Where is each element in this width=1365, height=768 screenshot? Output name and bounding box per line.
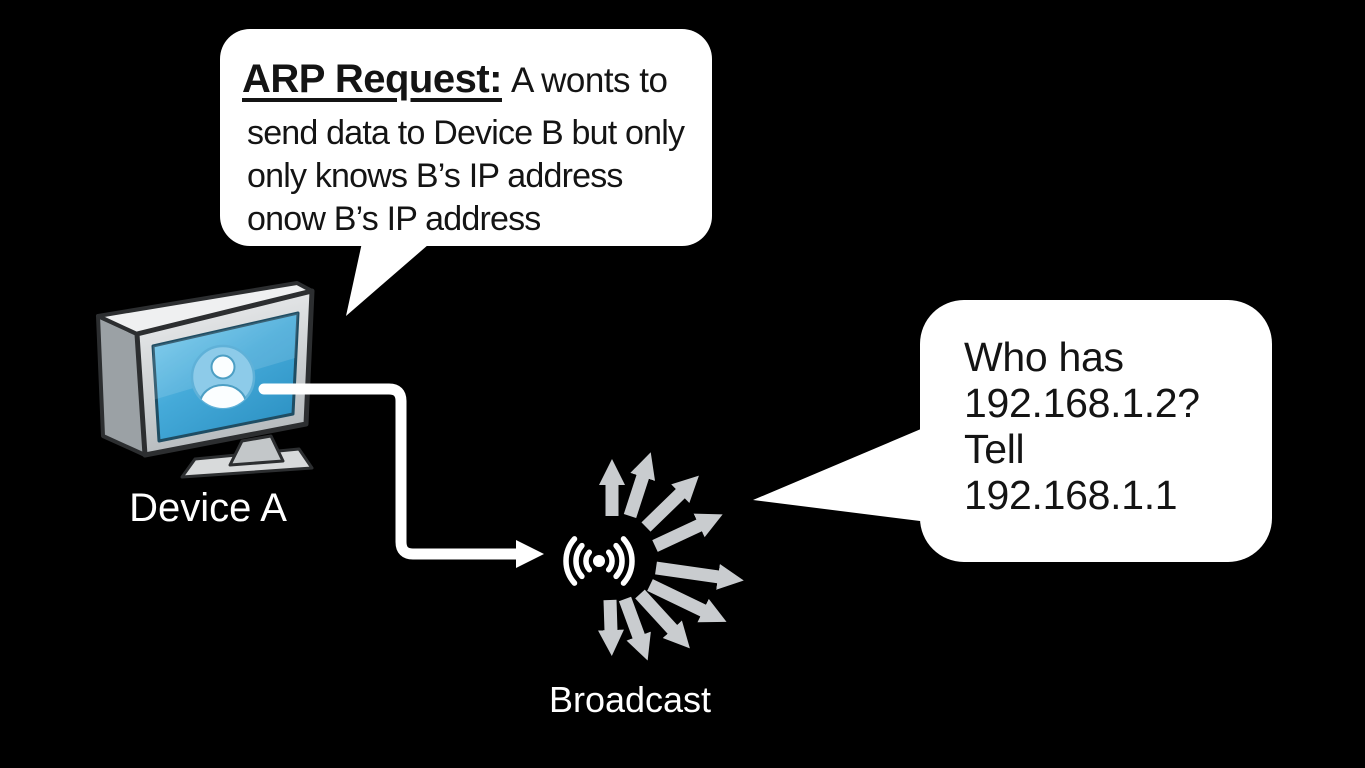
- radiating-arrows-icon: [597, 452, 744, 661]
- who-bubble-line-4: 192.168.1.1: [964, 472, 1178, 518]
- arp-bubble-line-1: ARP Request:A wonts to: [242, 55, 704, 112]
- who-bubble-line-1: Who has: [964, 334, 1124, 380]
- arp-bubble-line-2: send data to Device B but only: [247, 114, 685, 152]
- who-has-bubble: Who has 192.168.1.2? Tell 192.168.1.1: [920, 300, 1272, 562]
- monitor-icon: [96, 281, 315, 479]
- device-a-label: Device A: [129, 486, 287, 530]
- speech-bubble-tail: [346, 238, 436, 316]
- arp-request-bubble: ARP Request:A wonts to send data to Devi…: [220, 29, 712, 246]
- arp-bubble-title: ARP Request:: [242, 57, 502, 101]
- who-bubble-line-2: 192.168.1.2?: [964, 380, 1200, 426]
- flow-arrow-icon: [258, 383, 544, 568]
- arp-bubble-line-4: onow B’s IP address: [247, 200, 541, 238]
- broadcast-signal-icon: [563, 536, 635, 586]
- arp-bubble-line1-rest: A wonts to: [510, 61, 668, 100]
- speech-bubble-tail: [753, 426, 928, 522]
- arp-bubble-line-3: only knows B’s IP address: [247, 157, 623, 195]
- who-bubble-line-3: Tell: [964, 426, 1025, 472]
- broadcast-label: Broadcast: [548, 679, 712, 720]
